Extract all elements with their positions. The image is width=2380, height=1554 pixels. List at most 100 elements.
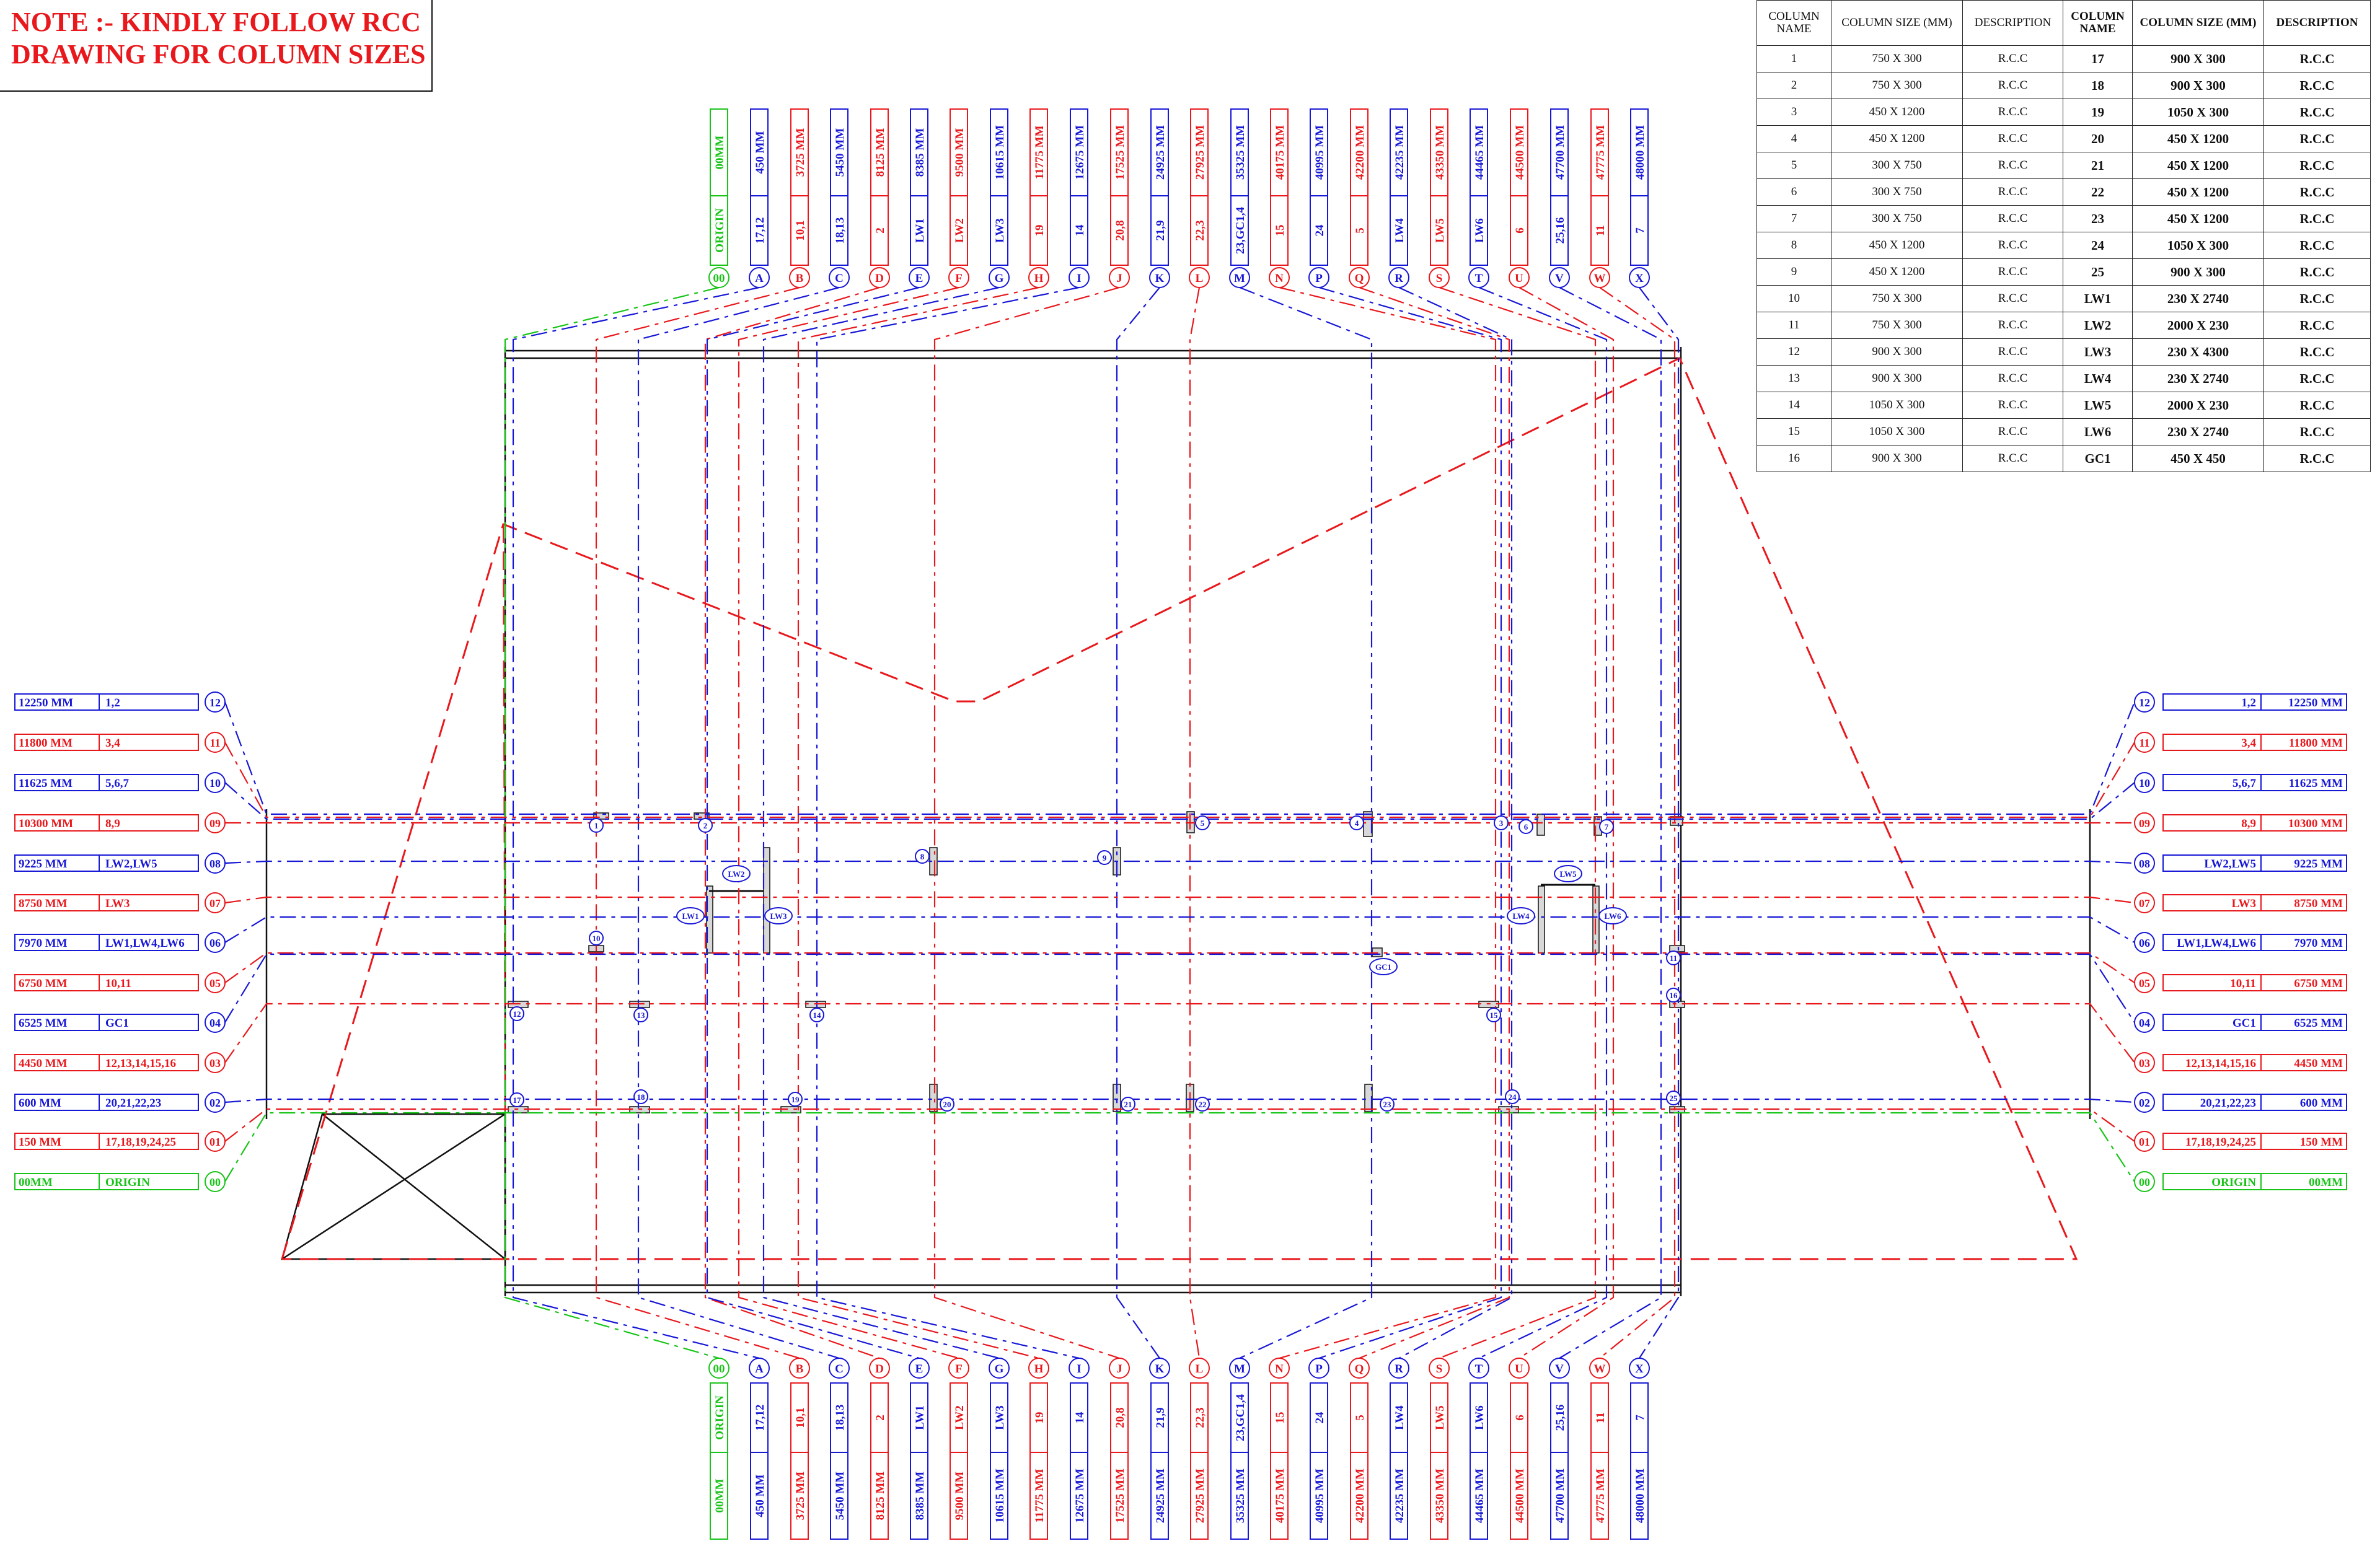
schedule-cell: 16: [1756, 445, 1831, 472]
grid-bubble-right: [2134, 691, 2155, 713]
grid-bubble-right: [2134, 1012, 2155, 1033]
grid-row-right-cols: LW1,LW4,LW6: [2177, 937, 2256, 950]
grid-row-left-cols: 8,9: [105, 817, 120, 830]
grid-bubble-left: [205, 1131, 226, 1152]
schedule-cell: 450 X 1200: [1831, 125, 1963, 152]
grid-bubble-right-label: 09: [2139, 817, 2150, 830]
schedule-header: COLUMN SIZE (MM): [1831, 0, 1963, 46]
grid-col-bottom-dist: 24925 MM: [1154, 1468, 1167, 1523]
grid-line-col: [762, 286, 1000, 1359]
grid-col-top-cols: ORIGIN: [713, 208, 726, 253]
schedule-cell: 1050 X 300: [1831, 392, 1963, 419]
grid-bubble-bottom-label: Q: [1355, 1363, 1364, 1376]
grid-row-left-dist: 6525 MM: [19, 1017, 68, 1030]
grid-bubble-bottom: [829, 1358, 850, 1379]
grid-row-left-cols-box: [99, 934, 199, 951]
column-marker-label: 24: [1509, 1092, 1517, 1102]
grid-row-left-dist: 10300 MM: [19, 817, 73, 830]
grid-col-bottom-cols: LW4: [1393, 1405, 1406, 1430]
column-marker-label: GC1: [1375, 962, 1391, 972]
grid-row-left-cols-box: [99, 693, 199, 711]
grid-row-left-cols: 17,18,19,24,25: [105, 1136, 176, 1149]
grid-row-left-cols: 12,13,14,15,16: [105, 1057, 176, 1070]
grid-row-left-cols-box: [99, 854, 199, 872]
grid-bubble-right: [2134, 932, 2155, 953]
grid-col-bottom-cols: 14: [1073, 1411, 1086, 1424]
grid-bubble-top: [989, 267, 1010, 288]
grid-col-top-cols: 25,16: [1554, 217, 1567, 244]
column-marker: [940, 1097, 954, 1112]
grid-bubble-bottom-label: N: [1275, 1363, 1284, 1376]
grid-bubble-bottom-label: U: [1515, 1363, 1523, 1376]
grid-row-right-dist-box: [2260, 1014, 2347, 1031]
column-marker: [764, 907, 793, 924]
grid-bubble-left: [205, 1012, 226, 1033]
grid-bubble-bottom-label: K: [1155, 1363, 1165, 1376]
grid-bubble-bottom: [1388, 1358, 1409, 1379]
column-section: [1536, 814, 1545, 836]
grid-row-left-cols-box: [99, 1054, 199, 1071]
grid-row-left-cols-box: [99, 774, 199, 791]
grid-bubble-top-label: Q: [1355, 272, 1364, 285]
grid-row-left-cols-box: [99, 1014, 199, 1031]
grid-bubble-bottom: [1468, 1358, 1489, 1379]
grid-col-bottom-dist: 3725 MM: [794, 1472, 807, 1521]
grid-bubble-right: [2134, 732, 2155, 753]
column-marker-label: 14: [813, 1011, 822, 1020]
grid-bubble-left-label: 08: [209, 858, 221, 870]
grid-bubble-left: [205, 1052, 226, 1073]
grid-col-top-dist: 40175 MM: [1274, 125, 1287, 180]
grid-bubble-bottom-label: L: [1196, 1363, 1204, 1376]
grid-col-bottom-cols: 19: [1033, 1412, 1046, 1424]
schedule-cell: 9: [1756, 258, 1831, 286]
column-marker-label: 10: [593, 934, 601, 943]
grid-col-bottom-cols: 5: [1354, 1415, 1367, 1421]
grid-bubble-bottom: [1549, 1358, 1570, 1379]
grid-bubble-bottom: [909, 1358, 930, 1379]
grid-bubble-left-label: 02: [209, 1097, 221, 1109]
grid-bubble-bottom-label: X: [1635, 1363, 1644, 1376]
grid-bubble-left: [205, 932, 226, 953]
grid-bubble-top-label: T: [1475, 272, 1483, 285]
column-marker: [1121, 1097, 1135, 1112]
plot-boundary: [281, 356, 2078, 1260]
grid-line-col: [1398, 287, 1513, 1359]
grid-col-top-cols-box: [830, 195, 848, 266]
grid-col-top-cols-box: [990, 195, 1008, 266]
grid-row-left-dist: 11625 MM: [19, 777, 73, 790]
grid-row-right-dist-box: [2260, 1173, 2347, 1190]
grid-row-left-dist: 600 MM: [19, 1097, 61, 1110]
schedule-cell: 22: [2063, 178, 2133, 206]
grid-col-top-cols: 22,3: [1194, 220, 1207, 240]
grid-col-bottom-dist: 27925 MM: [1194, 1468, 1207, 1523]
grid-row-right-dist: 6525 MM: [2294, 1017, 2343, 1030]
grid-row-right-dist: 4450 MM: [2294, 1057, 2343, 1070]
grid-line-col: [1439, 286, 1597, 1359]
grid-col-bottom-dist: 44500 MM: [1514, 1468, 1527, 1523]
grid-bubble-top: [749, 267, 770, 288]
grid-row-right-dist-box: [2260, 1094, 2347, 1111]
grid-row-right-cols: LW3: [2232, 897, 2256, 910]
grid-col-bottom-dist: 8125 MM: [874, 1472, 887, 1521]
schedule-cell: R.C.C: [2263, 72, 2371, 99]
grid-col-bottom-dist-box: [1029, 1452, 1048, 1540]
schedule-cell: 300 X 750: [1831, 205, 1963, 232]
column-marker: [509, 1092, 524, 1107]
grid-col-bottom-dist-box: [1390, 1452, 1408, 1540]
grid-bubble-top: [1069, 267, 1090, 288]
grid-row-left-cols: LW3: [105, 897, 130, 910]
grid-bubble-top: [1629, 267, 1650, 288]
grid-row-left-cols: 1,2: [105, 696, 120, 709]
grid-col-bottom-cols: ORIGIN: [713, 1395, 726, 1440]
grid-line-col: [1189, 287, 1201, 1359]
column-marker: [1598, 907, 1627, 924]
grid-bubble-bottom-label: C: [835, 1363, 844, 1376]
grid-col-top-dist: 00MM: [713, 136, 726, 170]
grid-col-bottom-cols: 22,3: [1194, 1407, 1207, 1428]
grid-bubble-top: [1429, 267, 1450, 288]
